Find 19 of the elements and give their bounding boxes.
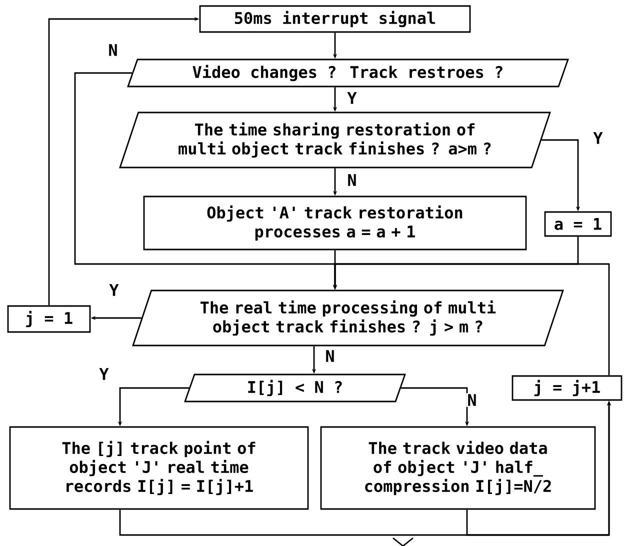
decision-parallelogram: The real time processing of multi object track finishes ? j > m ? (132, 290, 564, 346)
decision-parallelogram: The time sharing restoration of multi object track finishes ? a>m ? (119, 112, 551, 168)
edge-label: N (107, 43, 119, 57)
edge-label: Y (346, 91, 358, 105)
edge-label: N (346, 173, 358, 187)
process-box: 50ms interrupt signal (199, 5, 471, 33)
process-box: The track video data of object 'J' half_ compression I[j]=N/2 (320, 426, 596, 510)
process-box: j = j+1 (512, 375, 622, 401)
edge-label: N (324, 349, 336, 363)
process-box: a = 1 (544, 211, 612, 237)
process-box: Object 'A' track restoration processes a = a + 1 (143, 196, 527, 250)
decision-parallelogram: Video changes ? Track restroes ? (127, 58, 569, 88)
process-box: j = 1 (7, 305, 91, 333)
process-box: The [j] track point of object 'J' real time records I[j] = I[j]+1 (9, 426, 309, 510)
edge-label: Y (98, 367, 110, 381)
edge-label: Y (592, 131, 604, 145)
edge-label: N (466, 393, 478, 407)
decision-parallelogram: I[j] < N ? (184, 374, 406, 402)
edge-label: Y (108, 283, 120, 297)
